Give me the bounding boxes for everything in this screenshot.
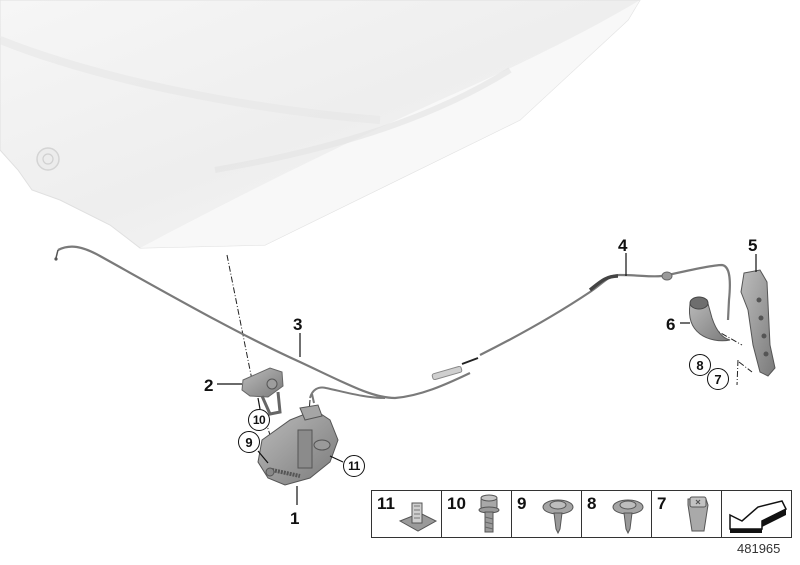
legend-label: 7 bbox=[657, 494, 667, 513]
hood-badge-icon bbox=[36, 147, 60, 171]
hood-lock bbox=[257, 393, 339, 486]
striker-bracket bbox=[241, 367, 284, 416]
legend-label: 8 bbox=[587, 494, 597, 513]
legend-cell-arrow bbox=[722, 491, 791, 537]
release-cable bbox=[54, 245, 479, 400]
parts-legend: 11 10 9 bbox=[371, 490, 792, 538]
legend-label: 9 bbox=[517, 494, 527, 513]
legend-label: 11 bbox=[377, 494, 395, 513]
callout-10-circled[interactable]: 10 bbox=[248, 409, 270, 431]
callout-7-circled[interactable]: 7 bbox=[707, 368, 729, 390]
legend-cell-8[interactable]: 8 bbox=[582, 491, 652, 537]
bowden-cable bbox=[479, 263, 731, 356]
callout-5[interactable]: 5 bbox=[748, 236, 758, 255]
hood-panel bbox=[0, 0, 641, 249]
callout-1[interactable]: 1 bbox=[290, 509, 300, 528]
callout-8-circled[interactable]: 8 bbox=[689, 354, 711, 376]
handle-holder bbox=[740, 269, 776, 377]
callout-6[interactable]: 6 bbox=[666, 315, 676, 334]
torx-screw-icon bbox=[542, 499, 574, 535]
release-handle bbox=[689, 296, 731, 342]
torx-screw-icon bbox=[612, 499, 644, 535]
callout-2[interactable]: 2 bbox=[204, 376, 214, 395]
diagram-number: 481965 bbox=[737, 541, 781, 556]
hex-socket-screw-icon bbox=[478, 494, 500, 533]
leader-lines bbox=[217, 253, 757, 505]
legend-label: 10 bbox=[447, 494, 466, 513]
callout-3[interactable]: 3 bbox=[293, 315, 303, 334]
callout-4[interactable]: 4 bbox=[618, 236, 628, 255]
callout-9-circled[interactable]: 9 bbox=[238, 431, 260, 453]
callout-11-circled[interactable]: 11 bbox=[343, 455, 365, 477]
legend-cell-10[interactable]: 10 bbox=[442, 491, 512, 537]
legend-cell-7[interactable]: 7 bbox=[652, 491, 722, 537]
legend-cell-11[interactable]: 11 bbox=[372, 491, 442, 537]
legend-cell-9[interactable]: 9 bbox=[512, 491, 582, 537]
direction-arrow-icon bbox=[729, 500, 788, 533]
expanding-nut-icon bbox=[687, 496, 709, 532]
clip-nut-icon bbox=[398, 502, 438, 532]
